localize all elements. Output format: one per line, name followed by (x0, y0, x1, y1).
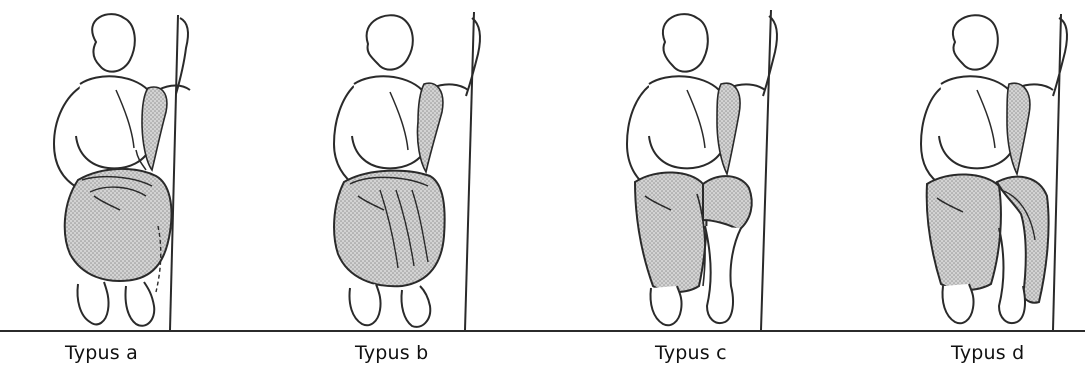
label-typus-d: Typus d (951, 342, 1024, 364)
figure-typus-b (304, 0, 534, 332)
label-typus-a: Typus a (65, 342, 138, 364)
seated-figure-a-drawing (20, 0, 250, 332)
label-typus-b: Typus b (355, 342, 428, 364)
figure-typus-d (887, 0, 1085, 332)
seated-figure-d-drawing (887, 0, 1085, 332)
ground-line (0, 330, 1085, 332)
seated-figure-c-drawing (595, 0, 825, 332)
figure-typus-a (20, 0, 250, 332)
label-typus-c: Typus c (655, 342, 727, 364)
figure-typus-c (595, 0, 825, 332)
seated-figure-b-drawing (304, 0, 534, 332)
